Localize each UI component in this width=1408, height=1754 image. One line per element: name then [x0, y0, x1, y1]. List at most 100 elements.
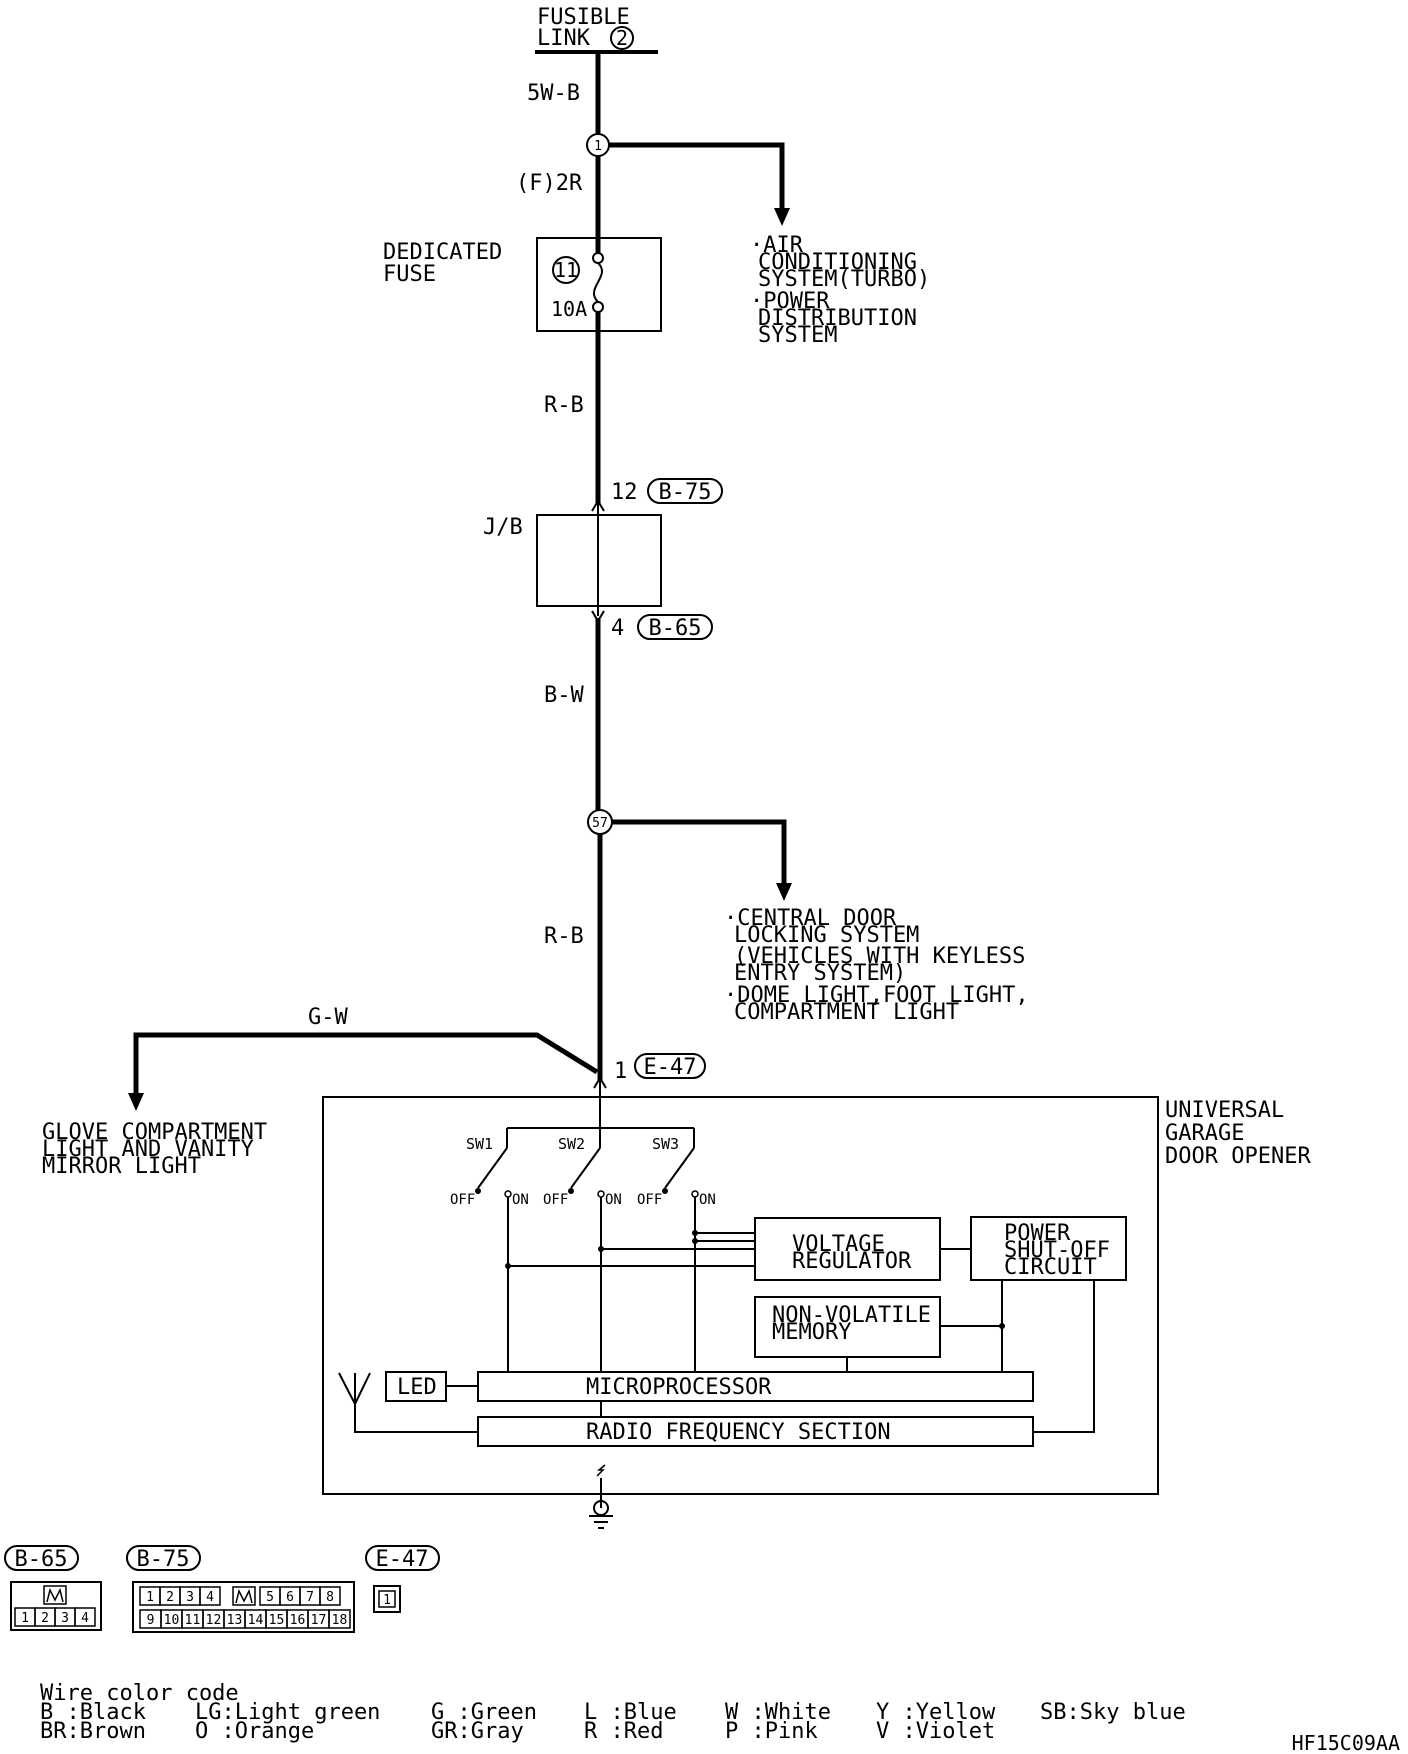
connector-b75-body [132, 1581, 355, 1633]
legend-title: Wire color code [40, 1681, 239, 1706]
sw3-on-label: ON [699, 1192, 716, 1208]
ugdo-text-2: GARAGE [1165, 1121, 1244, 1146]
connector-b75-tag [126, 1545, 201, 1571]
voltage-regulator-box [754, 1217, 941, 1281]
node-vr-2 [692, 1238, 698, 1244]
wire-label-5w-b: 5W-B [527, 81, 580, 106]
wire-color-legend: Wire color code B :Black LG:Light green … [40, 1681, 1186, 1744]
figure-code: HF15C09AA [1292, 1731, 1400, 1754]
nv-memory-label-1: NON-VOLATILE [772, 1303, 931, 1328]
wire-label-g-w: G-W [308, 1005, 348, 1030]
legend-sb: SB:Sky blue [1040, 1700, 1186, 1725]
power-shutoff-label-2: SHUT-OFF [1004, 1238, 1110, 1263]
b65-pin-4: 4 [81, 1611, 89, 1626]
legend-l: L :Blue [584, 1700, 677, 1725]
led-box [385, 1371, 447, 1402]
b75-pin-17: 17 [311, 1613, 327, 1628]
jb-label: J/B [483, 515, 523, 540]
wire-label-r-b-2: R-B [544, 924, 584, 949]
b75-pin-8-cell [319, 1586, 341, 1606]
sw2-on-contact [597, 1190, 605, 1198]
fuse-number-circle [552, 256, 580, 284]
legend-p: P :Pink [725, 1719, 818, 1744]
fusible-link-label-1: FUSIBLE [537, 5, 630, 30]
ground-icon [589, 1464, 613, 1529]
ground-mark [596, 1464, 606, 1477]
fuse-terminal-bottom [592, 301, 604, 313]
branch-1-text-1: ·AIR [750, 233, 804, 258]
connector-e47-body [373, 1585, 401, 1613]
node-vr-1 [692, 1230, 698, 1236]
rf-section-box [477, 1416, 1034, 1447]
power-shutoff-circuit: POWER SHUT-OFF CIRCUIT [970, 1216, 1127, 1281]
junction-1-label: 1 [594, 139, 602, 154]
b75-pin-8: 8 [326, 1590, 334, 1605]
antenna-wire [354, 1404, 478, 1433]
wire-branch-1 [609, 142, 785, 210]
b75-pin-5: 5 [266, 1590, 274, 1605]
wire-label-r-b-1: R-B [544, 393, 584, 418]
fuse-label-2: FUSE [383, 262, 436, 287]
conn-tag-e47 [634, 1053, 706, 1079]
fuse-element [592, 262, 604, 303]
sw3-blade [664, 1147, 695, 1189]
glove-text-3: MIRROR LIGHT [42, 1154, 201, 1179]
conn-tag-b65-top-label: B-65 [649, 616, 702, 641]
e47-connector-mark [593, 1076, 607, 1089]
sw3-on-contact [691, 1190, 699, 1198]
legend-o: O :Orange [195, 1719, 314, 1744]
fusible-link-number: 2 [616, 26, 628, 50]
connector-b65-name: B-65 [15, 1547, 68, 1572]
connector-b65: B-65 1 2 3 4 [4, 1545, 102, 1631]
microprocessor-label: MICROPROCESSOR [586, 1375, 772, 1400]
branch-2-destinations: ·CENTRAL DOOR LOCKING SYSTEM (VEHICLES W… [724, 906, 1029, 1025]
connector-e47-pin-cell [378, 1590, 396, 1608]
conn-tag-e47-label: E-47 [644, 1055, 697, 1080]
arrow-branch-1 [774, 208, 790, 226]
branch-2-text-3: (VEHICLES WITH KEYLESS [734, 944, 1025, 969]
b75-pin-3: 3 [186, 1590, 194, 1605]
sw1-off-label: OFF [450, 1192, 475, 1208]
sw2-label: SW2 [558, 1135, 585, 1153]
b75-pin-18-cell [328, 1609, 351, 1629]
connector-mark-top [591, 499, 605, 512]
ps-to-rf-wire [1032, 1280, 1095, 1433]
legend-gr: GR:Gray [431, 1719, 524, 1744]
legend-y: Y :Yellow [876, 1700, 996, 1725]
e47-pin: 1 E-47 [593, 1053, 706, 1089]
connector-b65-body [10, 1581, 102, 1631]
junction-block: 12 B-75 J/B 4 B-65 [483, 478, 723, 641]
conn-tag-b75-top-label: B-75 [659, 480, 712, 505]
b75-pin-12: 12 [206, 1613, 222, 1628]
ugdo-text-1: UNIVERSAL [1165, 1098, 1284, 1123]
rf-section: RADIO FREQUENCY SECTION [477, 1416, 1034, 1447]
led: LED [385, 1371, 447, 1402]
branch-1-text-2: CONDITIONING [758, 250, 917, 275]
conn-tag-b65-top [637, 614, 713, 640]
b65-pin-1: 1 [21, 1611, 29, 1626]
branch-2-text-1: ·CENTRAL DOOR [724, 906, 897, 931]
power-shutoff-label-3: CIRCUIT [1004, 1255, 1097, 1280]
sw1-on-contact [504, 1190, 512, 1198]
b75-pin-4-cell [199, 1586, 221, 1606]
branch-1-text-4: ·POWER [750, 289, 830, 314]
connector-b75-name: B-75 [137, 1547, 190, 1572]
sw1-on-label: ON [512, 1192, 529, 1208]
glove-light-destination: GLOVE COMPARTMENT LIGHT AND VANITY MIRRO… [42, 1120, 267, 1179]
sw1-off-contact [475, 1188, 481, 1194]
connector-b65-latch [43, 1585, 67, 1605]
branch-2-text-5: ·DOME LIGHT,FOOT LIGHT, [724, 983, 1029, 1008]
b75-pin-2: 2 [166, 1590, 174, 1605]
connector-b65-latch-mark [46, 1587, 64, 1603]
b75-pin-11: 11 [185, 1613, 201, 1628]
switch-sw1: SW1 OFF ON [450, 1128, 529, 1208]
non-volatile-memory: NON-VOLATILE MEMORY [754, 1296, 941, 1358]
fuse-rating: 10A [551, 297, 587, 321]
junction-57-label: 57 [592, 816, 608, 831]
microprocessor: MICROPROCESSOR [477, 1371, 1034, 1402]
b75-pin-13: 13 [227, 1613, 243, 1628]
arrow-branch-2 [776, 883, 792, 901]
nv-memory-box [754, 1296, 941, 1358]
